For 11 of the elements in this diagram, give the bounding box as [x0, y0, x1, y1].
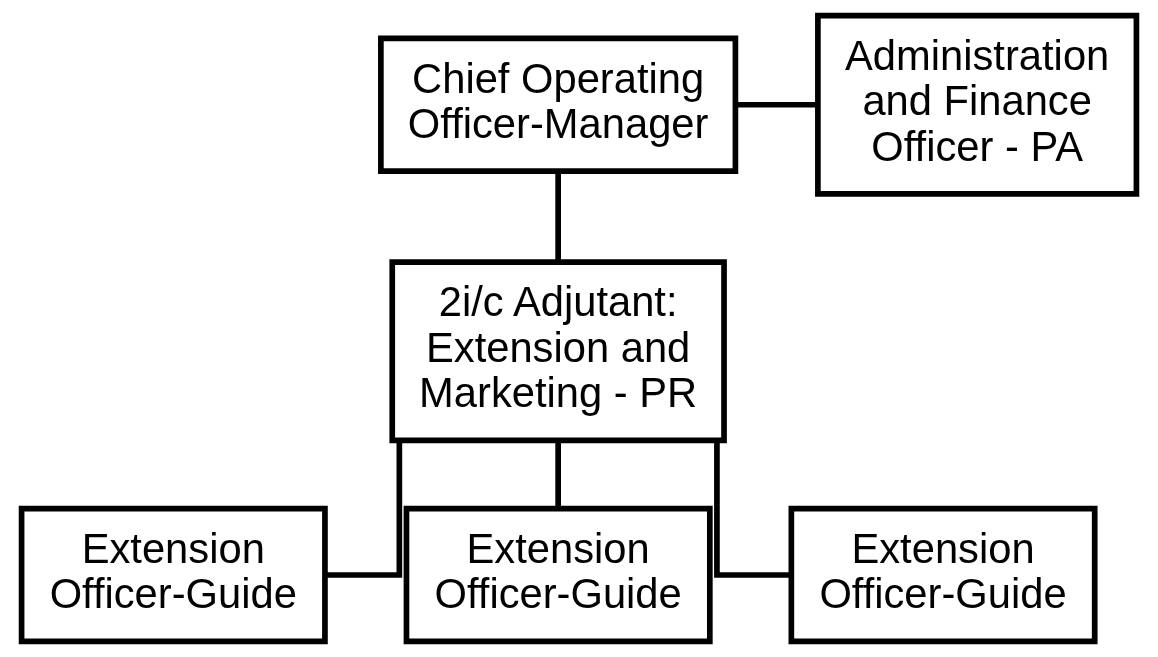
node-box: Administration and Finance Officer - PA — [815, 12, 1140, 197]
node-box: Chief Operating Officer-Manager — [378, 35, 739, 174]
node-box: Extension Officer-Guide — [403, 505, 713, 645]
node-box: 2i/c Adjutant: Extension and Marketing - PR — [389, 259, 727, 444]
node-box: Extension Officer-Guide — [788, 505, 1098, 645]
connector — [714, 440, 791, 578]
connector — [735, 101, 818, 108]
connector — [325, 440, 403, 578]
connector — [555, 440, 561, 508]
node-box: Extension Officer-Guide — [18, 505, 328, 645]
connector — [555, 171, 561, 262]
